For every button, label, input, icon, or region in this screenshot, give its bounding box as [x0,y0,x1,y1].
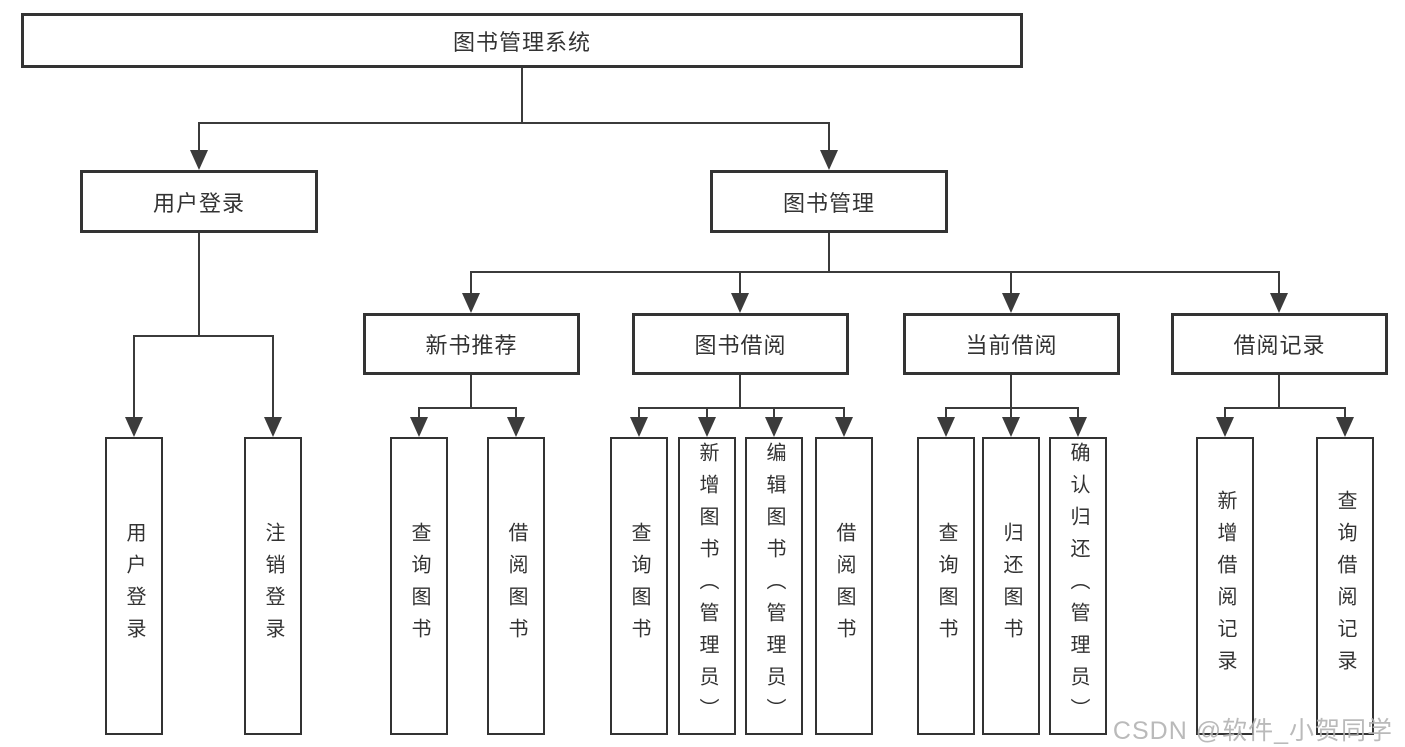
connector-line [739,271,741,295]
arrowhead-down-icon [1002,417,1020,437]
arrowhead-down-icon [1069,417,1087,437]
connector-line [470,375,472,409]
connector-line [1278,375,1280,409]
arrowhead-down-icon [765,417,783,437]
node-new-book-rec-label: 新书推荐 [425,333,518,358]
arrowhead-down-icon [1336,417,1354,437]
leaf-user-login: 用户登录 [105,437,163,735]
node-current-borrow-label: 当前借阅 [965,333,1058,358]
connector-line [739,375,741,409]
node-book-borrow-label: 图书借阅 [694,333,787,358]
connector-line [828,122,830,152]
leaf-add-books-admin: 新增图书（管理员） [678,437,736,735]
arrowhead-down-icon [731,293,749,313]
arrowhead-down-icon [264,417,282,437]
leaf-return-books: 归还图书 [982,437,1040,735]
connector-line [521,68,523,123]
node-book-borrow: 图书借阅 [632,313,849,375]
connector-line [515,407,517,419]
connector-line [773,407,775,419]
connector-line [198,122,830,124]
arrowhead-down-icon [1216,417,1234,437]
leaf-add-borrow-record: 新增借阅记录 [1196,437,1254,735]
arrowhead-down-icon [1002,293,1020,313]
node-root-label: 图书管理系统 [452,29,591,55]
connector-line [843,407,845,419]
connector-line [706,407,708,419]
arrowhead-down-icon [190,150,208,170]
leaf-edit-books-admin: 编辑图书（管理员） [745,437,803,735]
arrowhead-down-icon [698,417,716,437]
node-book-mgmt: 图书管理 [710,170,948,233]
connector-line [272,335,274,419]
node-borrow-records: 借阅记录 [1171,313,1388,375]
leaf-query-books-2: 查询图书 [610,437,668,735]
connector-line [1224,407,1345,409]
arrowhead-down-icon [630,417,648,437]
csdn-watermark: CSDN @软件_小贺同学 [1112,717,1393,745]
node-borrow-records-label: 借阅记录 [1233,333,1326,358]
connector-line [133,335,274,337]
leaf-query-borrow-record: 查询借阅记录 [1316,437,1374,735]
connector-line [1010,375,1012,409]
arrowhead-down-icon [820,150,838,170]
arrowhead-down-icon [835,417,853,437]
node-book-mgmt-label: 图书管理 [782,190,875,216]
connector-line [198,233,200,337]
connector-line [638,407,844,409]
arrowhead-down-icon [462,293,480,313]
arrowhead-down-icon [937,417,955,437]
connector-line [945,407,1078,409]
connector-line [945,407,947,419]
connector-line [1278,271,1280,295]
connector-line [1077,407,1079,419]
connector-line [1010,271,1012,295]
arrowhead-down-icon [1270,293,1288,313]
connector-line [1344,407,1346,419]
arrowhead-down-icon [507,417,525,437]
connector-line [470,271,472,295]
leaf-query-books-3: 查询图书 [917,437,975,735]
node-new-book-rec: 新书推荐 [363,313,580,375]
connector-line [470,271,1280,273]
node-user-login: 用户登录 [80,170,318,233]
node-current-borrow: 当前借阅 [903,313,1120,375]
connector-line [1010,407,1012,419]
connector-line [198,122,200,152]
arrowhead-down-icon [125,417,143,437]
leaf-borrow-books-1: 借阅图书 [487,437,545,735]
connector-line [133,335,135,419]
connector-line [828,233,830,273]
arrowhead-down-icon [410,417,428,437]
leaf-query-books-1: 查询图书 [390,437,448,735]
node-root: 图书管理系统 [21,13,1023,68]
connector-line [418,407,516,409]
connector-line [1224,407,1226,419]
leaf-confirm-return-admin: 确认归还（管理员） [1049,437,1107,735]
leaf-borrow-books-2: 借阅图书 [815,437,873,735]
node-user-login-label: 用户登录 [152,190,245,216]
connector-line [418,407,420,419]
leaf-logout: 注销登录 [244,437,302,735]
connector-line [638,407,640,419]
